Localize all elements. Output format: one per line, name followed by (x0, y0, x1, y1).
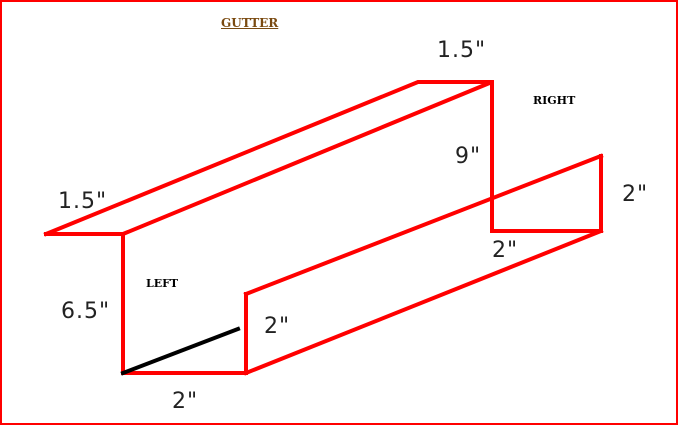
dimension-bottom-width: 2" (172, 389, 199, 414)
dimension-top-back-flange: 1.5" (437, 38, 487, 63)
dimension-right-return-width: 2" (492, 238, 519, 263)
bottom-long-edge (243, 228, 604, 376)
dimension-front-height: 6.5" (61, 299, 111, 324)
dimension-right-return-height: 2" (622, 182, 649, 207)
left-end-profile (121, 232, 248, 375)
lip-long-edge (243, 153, 604, 297)
left-label: LEFT (146, 277, 179, 290)
dimension-top-front-flange: 1.5" (58, 189, 108, 214)
right-end-profile (490, 80, 603, 233)
diagram-title: GUTTER (221, 16, 279, 30)
right-label: RIGHT (533, 94, 576, 107)
gutter-outline (43, 80, 604, 376)
top-flange-edge (43, 80, 493, 237)
inner-bottom-edge (120, 326, 241, 376)
dimension-lip-height: 2" (264, 314, 291, 339)
dimension-back-height: 9" (455, 144, 482, 169)
